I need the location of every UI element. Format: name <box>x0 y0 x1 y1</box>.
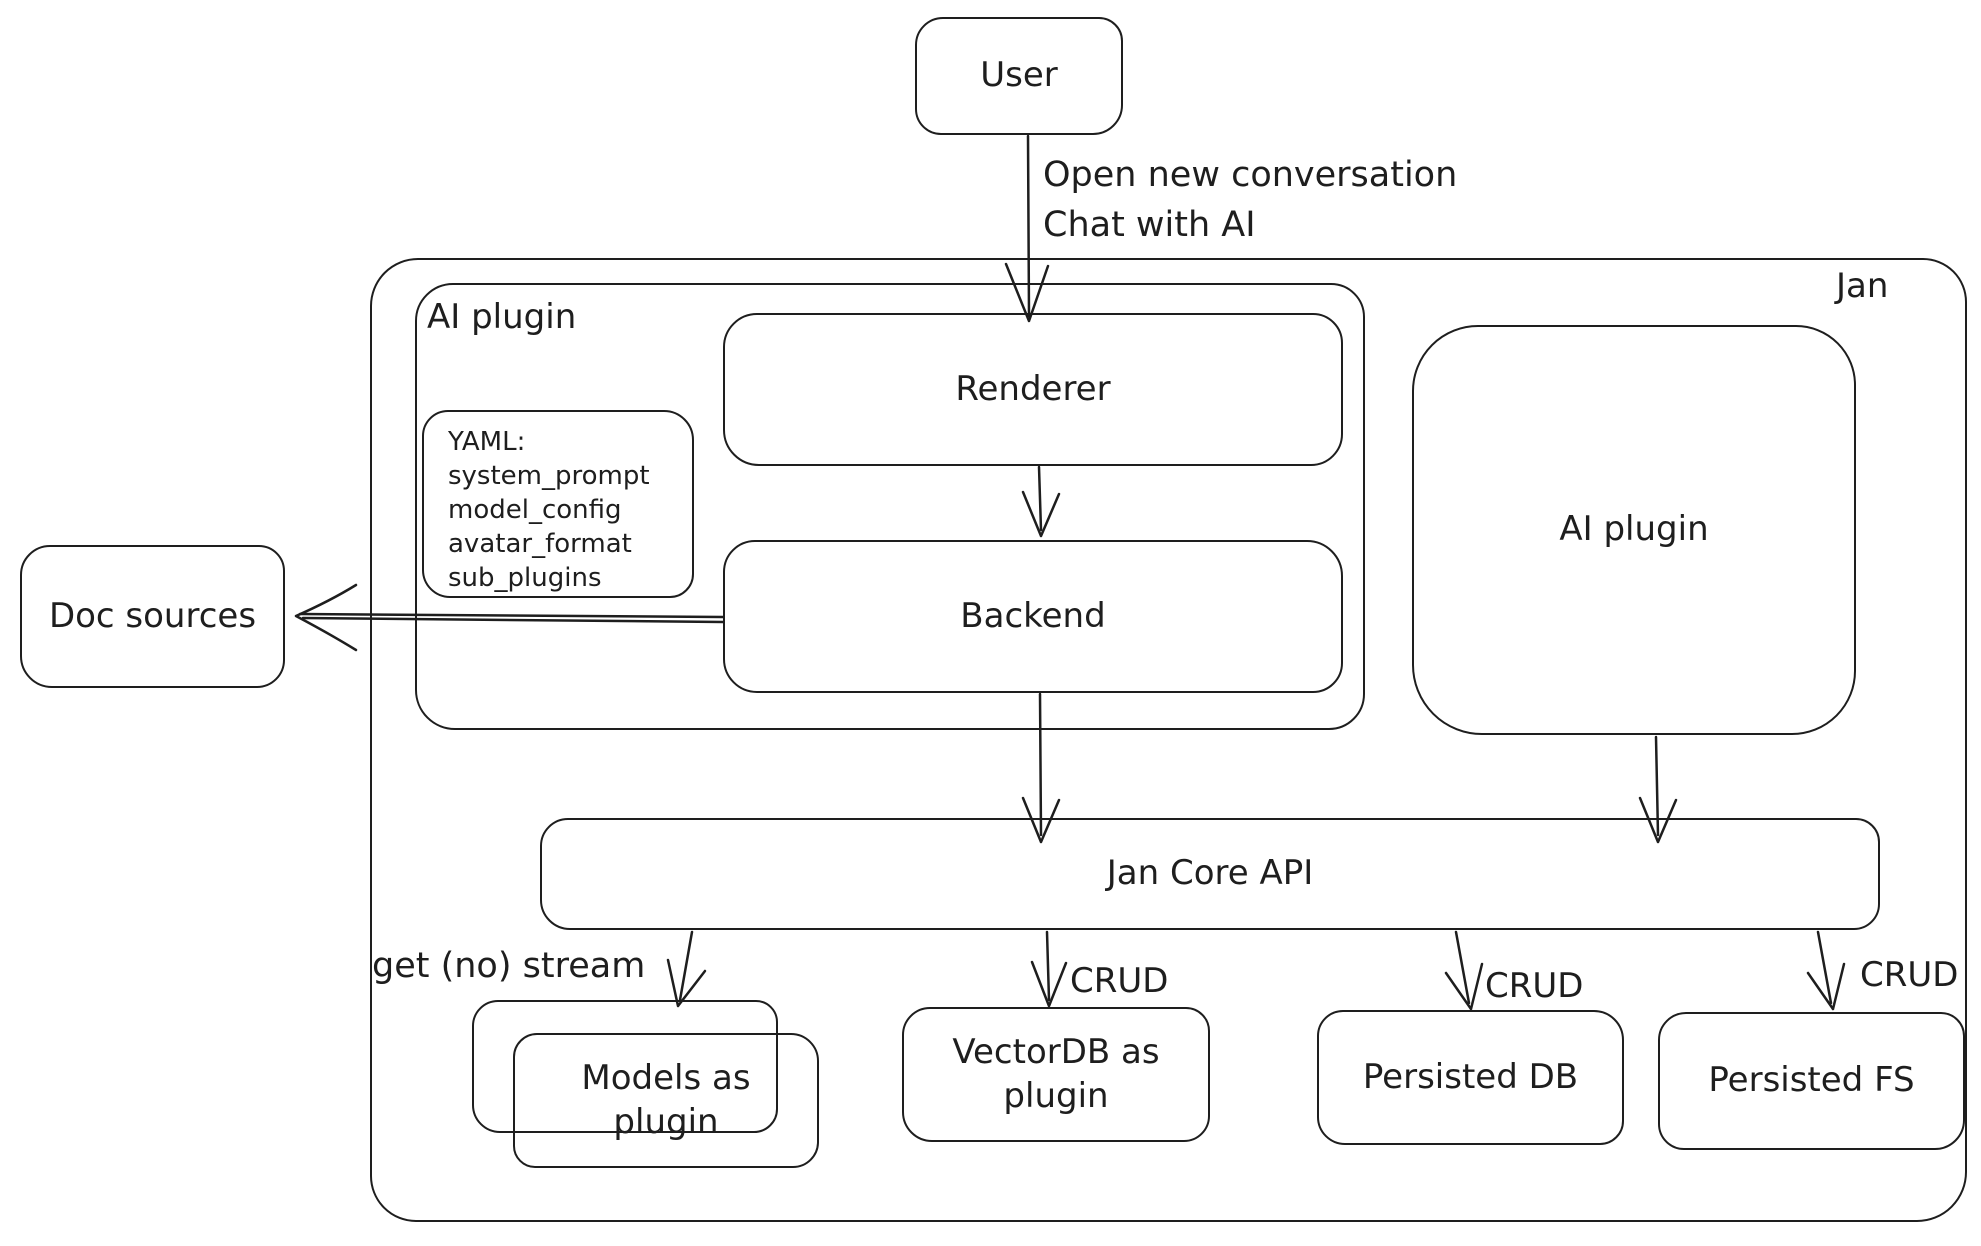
node-persisted-db-label: Persisted DB <box>1362 1056 1579 1097</box>
edge-label-user-flow-line1: Open new conversation <box>1043 155 1458 195</box>
node-models-as-plugin-label: Models as plugin <box>581 1057 751 1142</box>
edge-label-user-flow-line2: Chat with AI <box>1043 205 1256 245</box>
node-jan-core-api: Jan Core API <box>540 818 1880 930</box>
node-renderer-label: Renderer <box>955 368 1111 409</box>
container-ai-plugin-left-label: AI plugin <box>427 297 577 337</box>
edge-label-crud-persisted-db: CRUD <box>1485 966 1584 1006</box>
node-jan-core-api-label: Jan Core API <box>1106 853 1314 894</box>
note-yaml-line: sub_plugins <box>448 563 602 593</box>
note-yaml-line: model_config <box>448 495 622 525</box>
node-ai-plugin-right: AI plugin <box>1412 325 1856 735</box>
container-jan-label: Jan <box>1836 266 1889 306</box>
note-yaml-line: YAML: <box>448 427 526 457</box>
node-models-as-plugin-back-box <box>472 1000 778 1133</box>
node-doc-sources-label: Doc sources <box>48 595 257 636</box>
node-persisted-db: Persisted DB <box>1317 1010 1624 1145</box>
node-user: User <box>915 17 1123 135</box>
node-vectordb-as-plugin-label: VectorDB as plugin <box>952 1031 1160 1116</box>
edge-label-crud-persisted-fs: CRUD <box>1860 955 1959 995</box>
edge-label-get-no-stream: get (no) stream <box>372 946 646 986</box>
node-vectordb-as-plugin: VectorDB as plugin <box>902 1007 1210 1142</box>
node-persisted-fs-label: Persisted FS <box>1708 1060 1915 1101</box>
node-ai-plugin-right-label: AI plugin <box>1559 509 1709 550</box>
node-user-label: User <box>980 55 1058 96</box>
edge-label-crud-vectordb: CRUD <box>1070 961 1169 1001</box>
node-models-as-plugin: Models as plugin <box>513 1033 819 1168</box>
node-backend: Backend <box>723 540 1343 693</box>
container-jan <box>370 258 1967 1222</box>
node-backend-label: Backend <box>960 595 1106 636</box>
node-renderer: Renderer <box>723 313 1343 466</box>
container-ai-plugin-left <box>415 283 1365 730</box>
node-persisted-fs: Persisted FS <box>1658 1012 1965 1150</box>
note-yaml-line: system_prompt <box>448 461 650 491</box>
note-yaml: YAML: system_prompt model_config avatar_… <box>422 410 694 598</box>
arrow-head <box>294 583 358 652</box>
node-doc-sources: Doc sources <box>20 545 285 688</box>
note-yaml-line: avatar_format <box>448 529 632 559</box>
edge-label-user-flow: Open new conversation Chat with AI <box>1043 150 1457 250</box>
